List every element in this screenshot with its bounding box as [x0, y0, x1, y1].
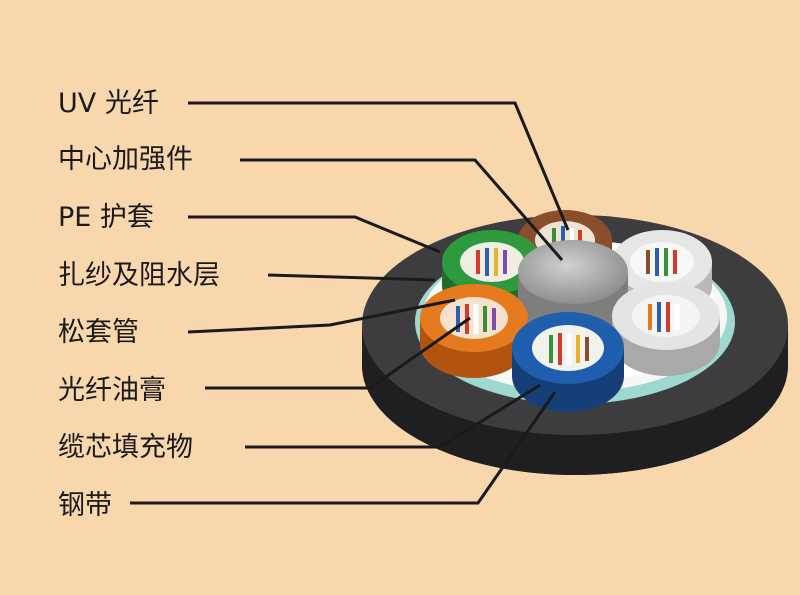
loose-tube-blue: [512, 312, 624, 412]
label-yarn-water-blocking-layer: 扎纱及阻水层: [58, 260, 220, 291]
label-steel-tape: 钢带: [58, 490, 112, 521]
leader-uv-fiber: [188, 101, 570, 231]
leader-pe-jacket: [188, 215, 441, 254]
leader-loose-tube: [187, 298, 456, 334]
label-fiber-gel: 光纤油膏: [58, 375, 166, 406]
leader-central-member: [240, 158, 564, 261]
label-core-filler: 缆芯填充物: [58, 432, 193, 463]
label-pe-jacket: PE 护套: [58, 202, 154, 233]
loose-tube-orange: [420, 284, 528, 378]
leader-lines: [130, 101, 570, 505]
leader-core-filler: [245, 383, 541, 449]
label-central-strength-member: 中心加强件: [58, 144, 193, 175]
leader-fiber-gel: [205, 316, 471, 390]
label-loose-tube: 松套管: [58, 317, 139, 348]
label-uv-fiber: UV 光纤: [58, 88, 159, 119]
leader-yarn-water-block: [267, 273, 436, 282]
leader-steel-tape: [130, 391, 557, 505]
loose-tube-white-front: [612, 282, 720, 376]
